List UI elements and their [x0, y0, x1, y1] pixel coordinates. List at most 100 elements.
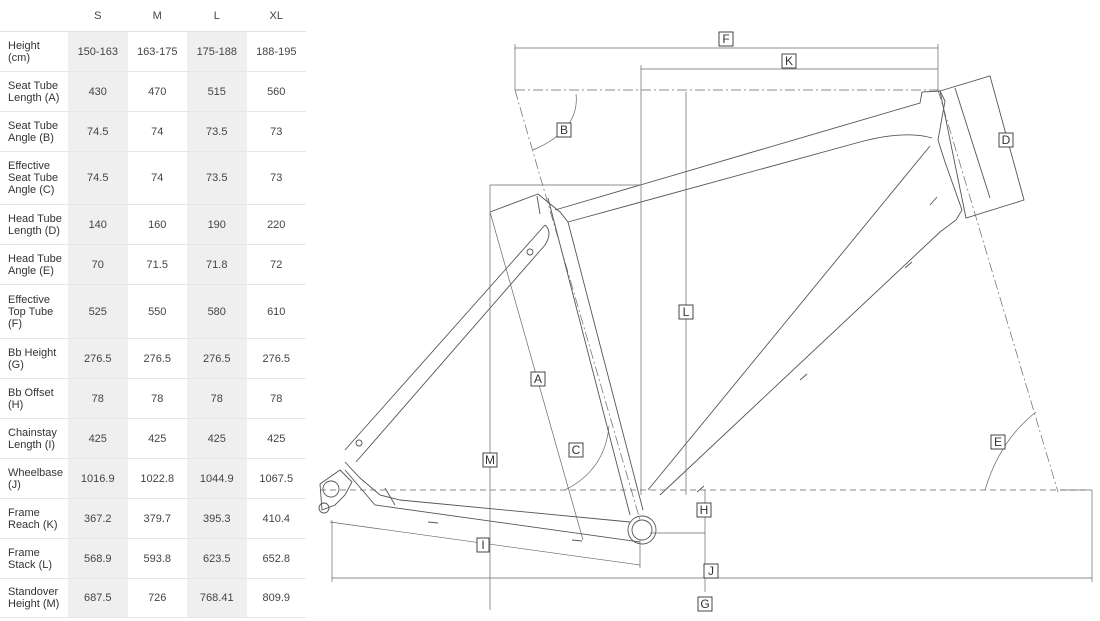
svg-text:F: F — [722, 32, 729, 46]
row-value-s: 140 — [68, 204, 128, 245]
row-value-s: 1016.9 — [68, 458, 128, 499]
svg-text:K: K — [785, 54, 793, 68]
row-value-s: 276.5 — [68, 338, 128, 379]
label-i: I — [476, 537, 490, 553]
svg-text:D: D — [1002, 133, 1011, 147]
svg-text:G: G — [700, 597, 709, 611]
row-value-xl: 1067.5 — [246, 458, 306, 499]
size-header-s: S — [68, 0, 128, 32]
row-value-s: 74.5 — [68, 111, 128, 152]
row-value-s: 367.2 — [68, 498, 128, 539]
row-value-s: 525 — [68, 284, 128, 339]
row-label: Bb Height(G) — [0, 338, 68, 379]
row-value-l: 73.5 — [187, 151, 247, 205]
row-value-s: 74.5 — [68, 151, 128, 205]
row-value-m: 163-175 — [127, 31, 187, 72]
row-value-s: 687.5 — [68, 578, 128, 618]
row-value-xl: 188-195 — [246, 31, 306, 72]
row-value-l: 276.5 — [187, 338, 247, 379]
row-value-m: 74 — [127, 151, 187, 205]
row-value-m: 78 — [127, 378, 187, 419]
label-a: A — [530, 371, 546, 387]
row-value-l: 175-188 — [187, 31, 247, 72]
header-blank — [0, 0, 68, 32]
svg-text:M: M — [485, 453, 495, 467]
label-j: J — [703, 563, 719, 579]
label-b: B — [556, 122, 572, 138]
row-value-l: 1044.9 — [187, 458, 247, 499]
row-value-m: 276.5 — [127, 338, 187, 379]
row-value-xl: 425 — [246, 418, 306, 459]
row-value-l: 73.5 — [187, 111, 247, 152]
svg-text:J: J — [708, 564, 714, 578]
size-header-xl: XL — [246, 0, 306, 32]
row-value-m: 71.5 — [127, 244, 187, 285]
row-value-s: 78 — [68, 378, 128, 419]
row-value-m: 160 — [127, 204, 187, 245]
row-value-s: 568.9 — [68, 538, 128, 579]
row-value-s: 425 — [68, 418, 128, 459]
row-value-m: 1022.8 — [127, 458, 187, 499]
row-value-m: 726 — [127, 578, 187, 618]
label-l: L — [678, 304, 694, 320]
row-value-m: 470 — [127, 71, 187, 112]
label-h: H — [696, 502, 712, 518]
row-value-l: 395.3 — [187, 498, 247, 539]
row-value-xl: 73 — [246, 151, 306, 205]
svg-text:H: H — [700, 503, 709, 517]
row-value-s: 150-163 — [68, 31, 128, 72]
size-header-m: M — [127, 0, 187, 32]
row-value-s: 430 — [68, 71, 128, 112]
label-d: D — [998, 132, 1014, 148]
size-header-l: L — [187, 0, 247, 32]
row-value-xl: 610 — [246, 284, 306, 339]
label-m: M — [482, 452, 498, 468]
size-header-row: S M L XL — [0, 0, 306, 32]
row-value-m: 550 — [127, 284, 187, 339]
row-value-l: 768.41 — [187, 578, 247, 618]
row-label: Bb Offset(H) — [0, 378, 68, 419]
label-k: K — [781, 53, 797, 69]
row-value-xl: 72 — [246, 244, 306, 285]
svg-text:C: C — [572, 443, 581, 457]
row-value-xl: 560 — [246, 71, 306, 112]
row-value-m: 425 — [127, 418, 187, 459]
row-value-xl: 809.9 — [246, 578, 306, 618]
row-value-l: 71.8 — [187, 244, 247, 285]
svg-text:E: E — [994, 435, 1002, 449]
row-value-l: 78 — [187, 378, 247, 419]
label-f: F — [718, 31, 734, 47]
svg-text:I: I — [481, 538, 484, 552]
label-e: E — [990, 434, 1006, 450]
row-value-xl: 73 — [246, 111, 306, 152]
dimension-labels: F K B D L A E C — [476, 31, 1014, 612]
row-value-xl: 410.4 — [246, 498, 306, 539]
row-value-s: 70 — [68, 244, 128, 285]
row-label: Height(cm) — [0, 31, 68, 72]
row-value-l: 190 — [187, 204, 247, 245]
svg-text:L: L — [683, 305, 690, 319]
dimension-lines — [320, 44, 1093, 610]
row-value-xl: 220 — [246, 204, 306, 245]
